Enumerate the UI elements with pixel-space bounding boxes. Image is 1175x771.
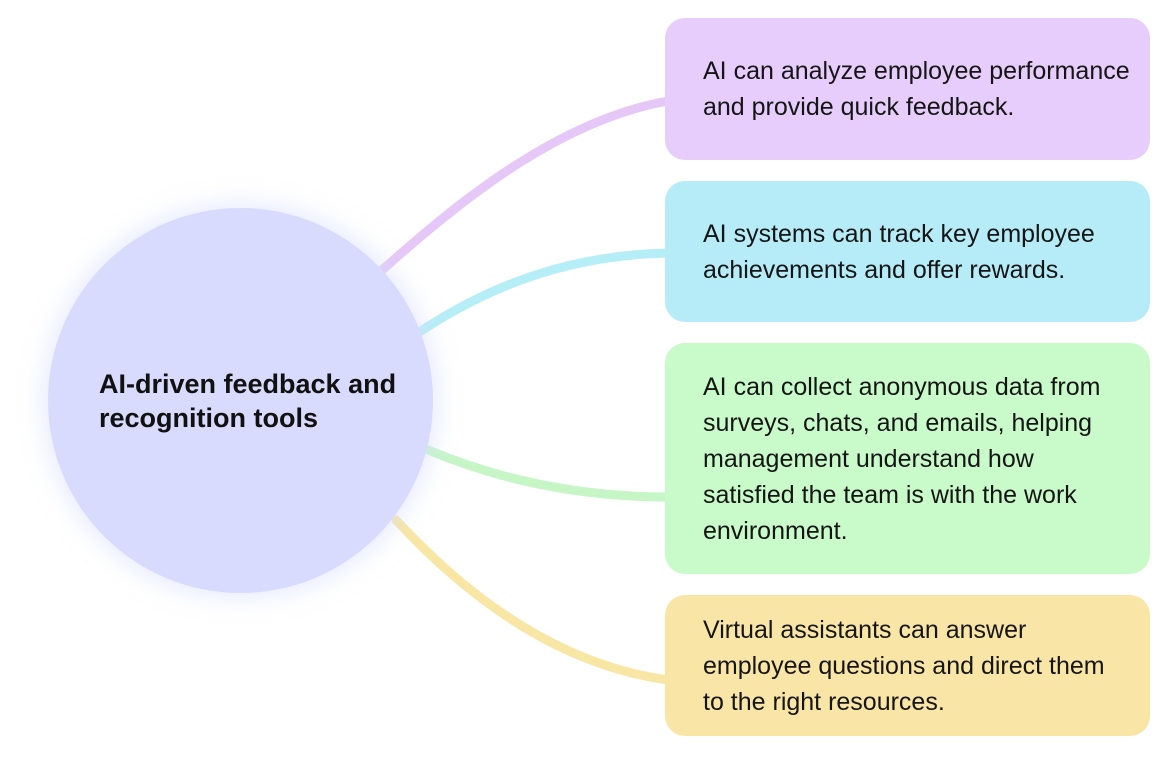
connector-line-3 (391, 515, 673, 685)
branch-card-text: AI can collect anonymous data from surve… (703, 372, 1101, 545)
connector-line-0 (375, 96, 673, 277)
branch-card-rewards: AI systems can track key employee achiev… (665, 181, 1150, 322)
branch-card-feedback: AI can analyze employee performance and … (665, 18, 1150, 160)
central-topic-title: AI-driven feedback and recognition tools (99, 368, 397, 433)
branch-card-text: AI systems can track key employee achiev… (703, 219, 1095, 284)
branch-card-text: AI can analyze employee performance and … (703, 57, 1130, 121)
connector-line-1 (413, 248, 673, 338)
branch-card-anonymous-data: AI can collect anonymous data from surve… (665, 343, 1150, 574)
connector-line-2 (423, 445, 673, 502)
branch-card-text: Virtual assistants can answer employee q… (703, 615, 1105, 716)
central-topic-circle: AI-driven feedback and recognition tools (48, 208, 433, 593)
branch-card-virtual-assistants: Virtual assistants can answer employee q… (665, 595, 1150, 736)
